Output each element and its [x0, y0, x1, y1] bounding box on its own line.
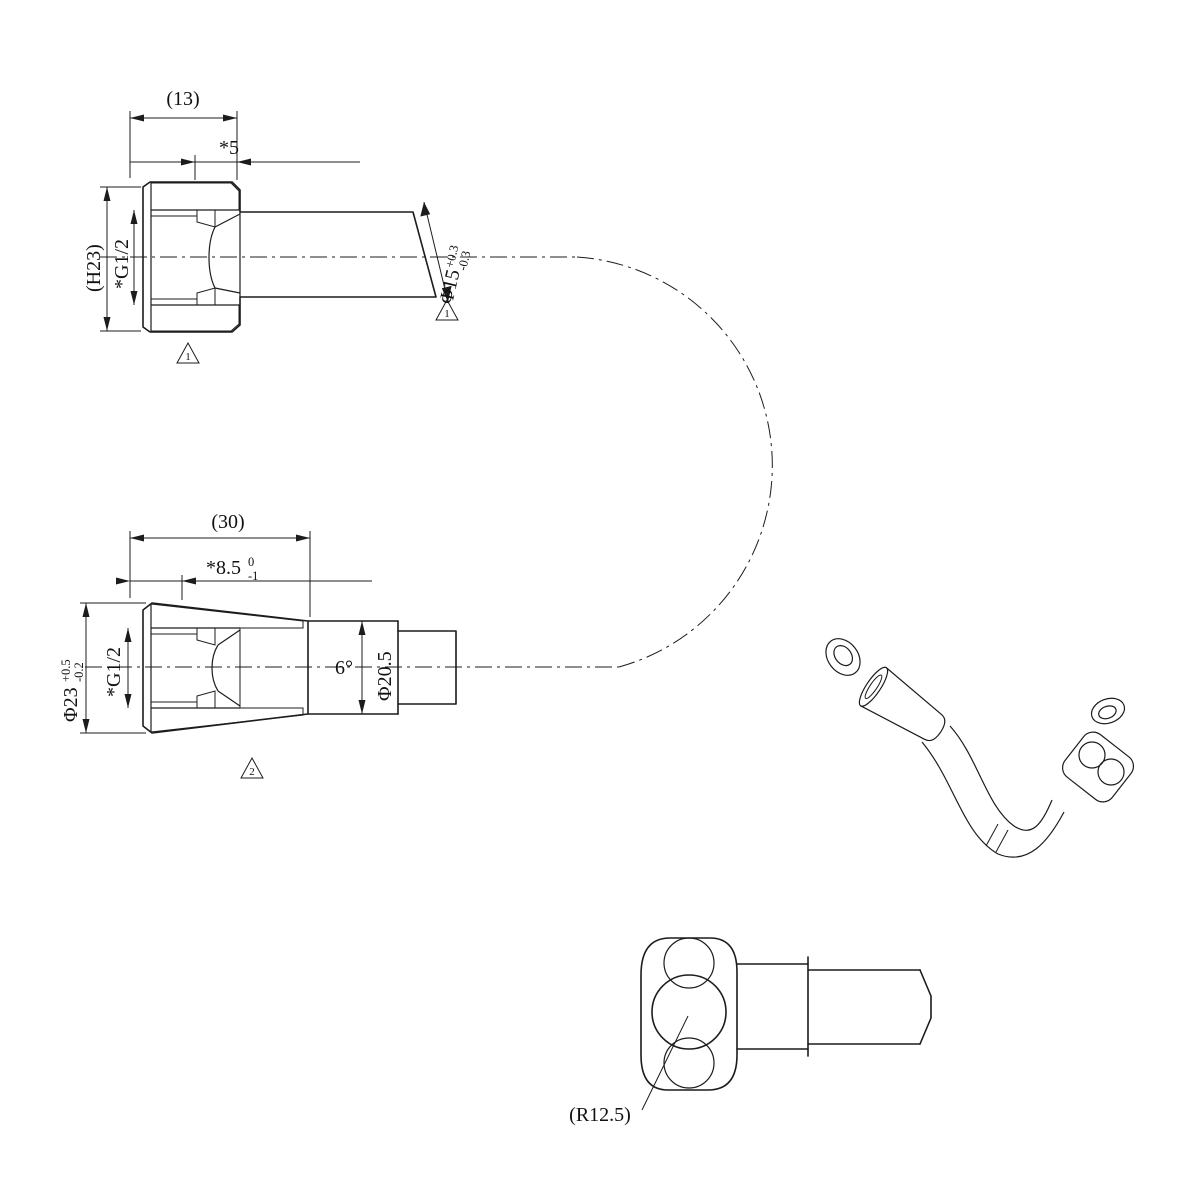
seat-profile-curve [208, 226, 216, 289]
end-fitting [1061, 731, 1135, 803]
centerline-arc [85, 256, 773, 668]
hatch-bottom-wall-b [150, 707, 304, 733]
flag-2-number: 2 [249, 766, 255, 778]
dim-30-label: (30) [211, 511, 244, 533]
hatch-top-wall [150, 182, 240, 211]
dia-23-tol-dn: -0.2 [72, 662, 86, 682]
hose-inner-edge [949, 725, 1053, 831]
hatch-top-wall-b [150, 603, 304, 629]
hatch-bottom-wall [150, 304, 240, 332]
taper-angle-label: 6° [335, 657, 353, 679]
hose-crimp-marks [985, 823, 1009, 853]
connecting-arc [576, 256, 773, 668]
dia-205-label: Φ20.5 [374, 651, 396, 701]
nut-outline [142, 181, 437, 333]
dim-13: (13) [129, 88, 238, 180]
dim-h23-label: (H23) [83, 244, 105, 292]
dim-5-label: *5 [219, 137, 239, 159]
washer-b [1090, 697, 1126, 725]
mid-tube-lines [307, 620, 399, 715]
seal-upper [196, 209, 216, 228]
dim-13-label: (13) [166, 88, 199, 110]
flag-triangle-tube: 1 [435, 298, 459, 321]
flag-nut-number: 1 [185, 351, 191, 363]
top-section-view: (13) *5 (H23) *G1/2 [83, 88, 473, 364]
flag-triangle-2: 2 [240, 756, 264, 779]
thread-label-bottom: *G1/2 [103, 647, 125, 697]
dim-5: *5 [130, 137, 360, 180]
thread-root-lines-b [151, 633, 197, 703]
ferrule [858, 666, 946, 742]
nut-outline-b [142, 602, 309, 734]
dim-8-5-tol-up: 0 [248, 555, 254, 569]
elbow-bottom-bore [663, 1037, 715, 1089]
hose-outer-edge [921, 741, 1065, 858]
elbow-tube-section1 [736, 963, 809, 1050]
elbow-tube-tip [919, 969, 932, 1045]
elbow-top-bore [663, 937, 715, 989]
elbow-tube-section2 [807, 969, 921, 1045]
thread-root-lines [151, 215, 197, 300]
dim-8-5: *8.5 0 -1 [116, 555, 372, 600]
dia-23-label: Φ23 [60, 687, 82, 722]
seat-cone-lines [214, 213, 241, 294]
dim-8-5-tol-dn: -1 [248, 569, 258, 583]
radius-label: (R12.5) [569, 1104, 631, 1126]
dim-g12-top: *G1/2 [111, 210, 138, 305]
elbow-body [640, 937, 738, 1091]
flag-triangle-nut: 1 [176, 341, 200, 364]
seal-lower [196, 287, 216, 306]
bottom-section-view: (30) *8.5 0 -1 Φ23 +0.5 -0.2 [59, 511, 457, 779]
dia-23-tol-up: +0.5 [59, 659, 73, 682]
radius-leader-line [641, 1015, 689, 1111]
flag-tube-number: 1 [444, 308, 450, 320]
seat-profile-curve-b [211, 644, 219, 692]
dim-h23: (H23) [83, 186, 141, 332]
dim-dia15: Φ15 +0.3 -0.3 [420, 201, 473, 306]
small-tube [397, 630, 457, 705]
washer-a [825, 638, 861, 676]
seal-upper-b [196, 627, 216, 646]
elbow-port-circle [651, 974, 727, 1050]
dim-30: (30) [129, 511, 311, 617]
bore-lines [151, 209, 240, 306]
seal-lower-b [196, 690, 216, 709]
dia-15-label: Φ15 [435, 267, 464, 306]
dia-15-tol-up: +0.3 [443, 244, 462, 269]
elbow-fitting-view: (R12.5) [569, 937, 932, 1126]
dim-8-5-label: *8.5 [206, 557, 241, 579]
dim-g12-bottom: *G1/2 [103, 628, 132, 708]
seat-cone-lines-b [217, 629, 241, 707]
dim-dia205: Φ20.5 [358, 621, 396, 714]
bore-lines-b [151, 627, 240, 709]
dim-dia23: Φ23 +0.5 -0.2 [59, 602, 146, 734]
hose-assembly-sketch [825, 638, 1135, 858]
thread-label-top: *G1/2 [111, 239, 133, 289]
dia-15-tol-dn: -0.3 [455, 250, 473, 272]
